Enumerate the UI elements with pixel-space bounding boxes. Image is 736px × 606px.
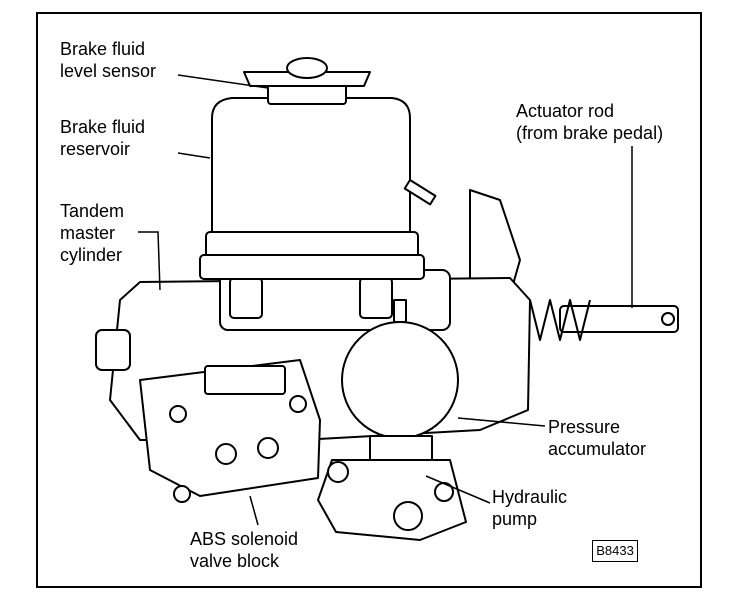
label-solenoid-block: ABS solenoid valve block xyxy=(190,529,299,571)
label-actuator-rod: Actuator rod (from brake pedal) xyxy=(516,101,664,143)
label-reservoir: Brake fluid reservoir xyxy=(60,117,146,159)
label-level-sensor: Brake fluid level sensor xyxy=(60,39,157,81)
abs-solenoid-block-drawing xyxy=(139,359,321,503)
leader-lines xyxy=(138,74,633,526)
label-pump: Hydraulic pump xyxy=(492,487,568,529)
label-master-cylinder: Tandem master cylinder xyxy=(60,201,125,265)
hydraulic-pump-drawing xyxy=(317,459,467,541)
label-accumulator: Pressure accumulator xyxy=(548,417,647,459)
tandem-master-cylinder-drawing xyxy=(219,269,451,331)
actuator-rod-drawing xyxy=(529,299,679,341)
figure-code: B8433 xyxy=(592,540,638,562)
reservoir-drawing xyxy=(199,57,437,280)
